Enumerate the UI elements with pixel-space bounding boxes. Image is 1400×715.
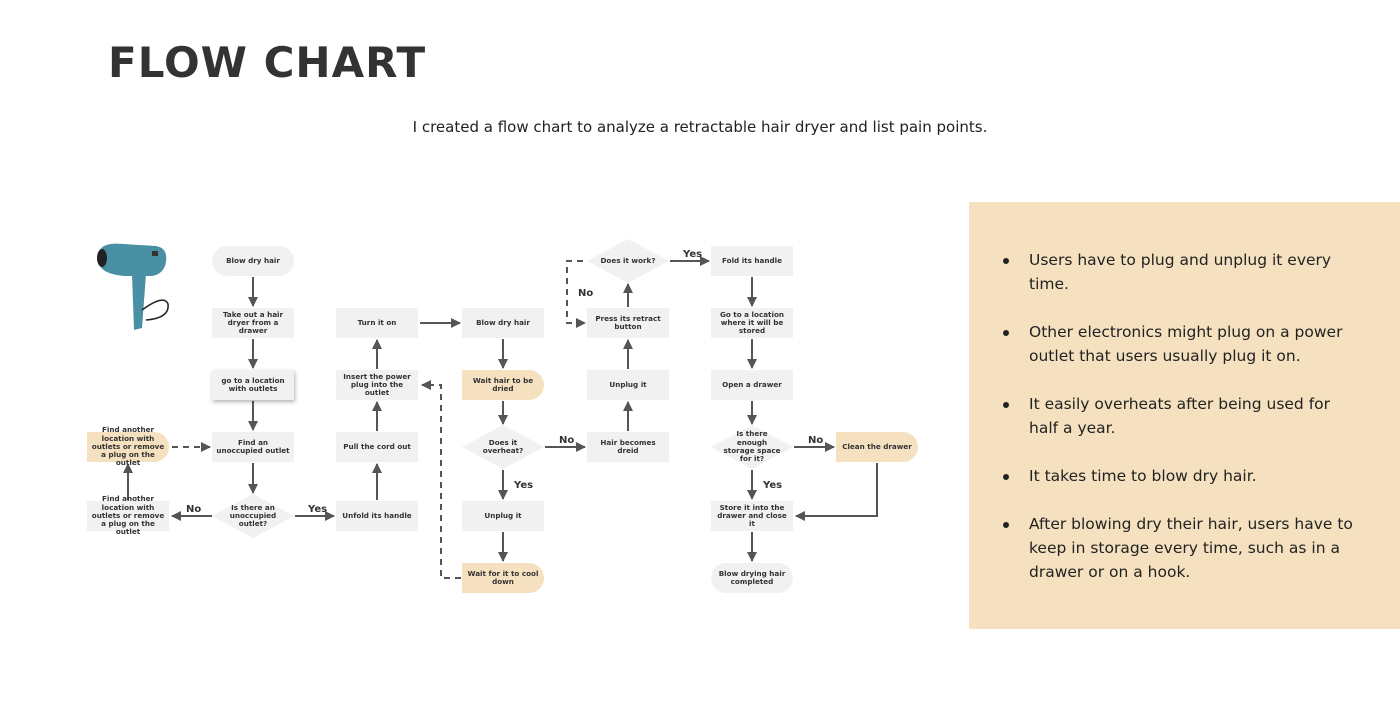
flow-node-process: Take out a hair dryer from a drawer <box>212 308 294 338</box>
flow-node-label: Find another location with outlets or re… <box>91 494 165 537</box>
flow-node-decision: Does it work? <box>587 239 669 283</box>
pain-points-panel: Users have to plug and unplug it every t… <box>969 202 1400 629</box>
flow-node-process: Find another location with outlets or re… <box>87 495 169 536</box>
flow-node-process: Insert the power plug into the outlet <box>336 370 418 400</box>
pain-point-item: It easily overheats after being used for… <box>1001 392 1361 440</box>
flow-node-process: Go to a location where it will be stored <box>711 308 793 338</box>
flow-node-decision: Is there an unoccupied outlet? <box>212 494 294 538</box>
edge-label: Yes <box>763 480 783 491</box>
flow-node-pain-point: Wait hair to be dried <box>462 370 544 400</box>
flow-node-decision: Does it overheat? <box>462 425 544 469</box>
flow-node-label: Blow dry hair <box>226 255 280 265</box>
flow-node-process: Pull the cord out <box>336 432 418 462</box>
edge-label: Yes <box>514 480 534 491</box>
flow-node-label: Fold its handle <box>722 255 782 265</box>
flow-node-process: Press its retract button <box>587 308 669 338</box>
flow-node-terminal: Blow drying hair completed <box>711 563 793 593</box>
flow-node-label: Unplug it <box>609 379 647 389</box>
flow-node-label: Go to a location where it will be stored <box>719 309 785 336</box>
pain-point-item: It takes time to blow dry hair. <box>1001 464 1361 488</box>
flow-node-process: Unplug it <box>587 370 669 400</box>
flow-node-process: go to a location with outlets <box>212 370 294 400</box>
edge-label: Yes <box>683 249 703 260</box>
flow-node-label: Unplug it <box>484 510 522 520</box>
flow-node-label: Does it overheat? <box>482 437 524 455</box>
flow-node-label: Blow dry hair <box>476 317 530 327</box>
connector-arrow <box>795 463 878 521</box>
edge-label: Yes <box>308 504 328 515</box>
flow-node-label: Blow drying hair completed <box>718 568 786 586</box>
flow-node-terminal: Blow dry hair <box>212 246 294 276</box>
flow-node-label: Open a drawer <box>722 379 782 389</box>
flow-node-label: Clean the drawer <box>842 441 912 451</box>
flow-node-label: Unfold its handle <box>342 510 412 520</box>
flow-node-label: Does it work? <box>600 255 656 265</box>
pain-points-list: Users have to plug and unplug it every t… <box>1001 248 1361 608</box>
flow-node-pain-point: Find another location with outlets or re… <box>87 426 169 467</box>
flow-node-label: Find an unoccupied outlet <box>216 437 290 455</box>
flow-node-label: go to a location with outlets <box>221 375 285 393</box>
pain-point-item: After blowing dry their hair, users have… <box>1001 512 1361 584</box>
page-subtitle: I created a flow chart to analyze a retr… <box>412 118 988 136</box>
flow-node-label: Insert the power plug into the outlet <box>343 371 411 398</box>
flow-node-label: Press its retract button <box>595 313 661 331</box>
flow-node-process: Unfold its handle <box>336 501 418 531</box>
page-title: FLOW CHART <box>108 38 427 87</box>
flow-node-label: Take out a hair dryer from a drawer <box>222 309 284 336</box>
flow-node-label: Wait hair to be dried <box>472 375 534 393</box>
flowchart-connectors <box>123 256 878 579</box>
connector-arrow <box>421 380 461 579</box>
flow-node-label: Is there enough storage space for it? <box>723 429 781 464</box>
edge-label: No <box>186 504 202 515</box>
hair-dryer-icon <box>97 243 169 330</box>
flow-node-label: Is there an unoccupied outlet? <box>229 502 277 529</box>
flow-node-label: Find another location with outlets or re… <box>91 425 165 468</box>
flow-node-process: Open a drawer <box>711 370 793 400</box>
flow-node-pain-point: Clean the drawer <box>836 432 918 462</box>
connector-arrow <box>566 260 586 328</box>
flow-node-label: Store it into the drawer and close it <box>717 502 787 529</box>
edge-label: No <box>559 435 575 446</box>
flow-node-process: Fold its handle <box>711 246 793 276</box>
flow-node-process: Unplug it <box>462 501 544 531</box>
flow-node-pain-point: Wait for it to cool down <box>462 563 544 593</box>
flow-node-process: Find an unoccupied outlet <box>212 432 294 462</box>
flow-node-process: Store it into the drawer and close it <box>711 501 793 531</box>
flow-node-decision: Is there enough storage space for it? <box>711 425 793 469</box>
flow-node-label: Pull the cord out <box>343 441 411 451</box>
flow-node-process: Hair becomes dreid <box>587 432 669 462</box>
pain-point-item: Other electronics might plug on a power … <box>1001 320 1361 368</box>
edge-label: No <box>578 288 594 299</box>
flow-node-label: Hair becomes dreid <box>600 437 656 455</box>
flow-node-process: Blow dry hair <box>462 308 544 338</box>
flow-node-process: Turn it on <box>336 308 418 338</box>
pain-point-item: Users have to plug and unplug it every t… <box>1001 248 1361 296</box>
flow-node-label: Turn it on <box>357 317 397 327</box>
flow-node-label: Wait for it to cool down <box>467 568 539 586</box>
edge-label: No <box>808 435 824 446</box>
